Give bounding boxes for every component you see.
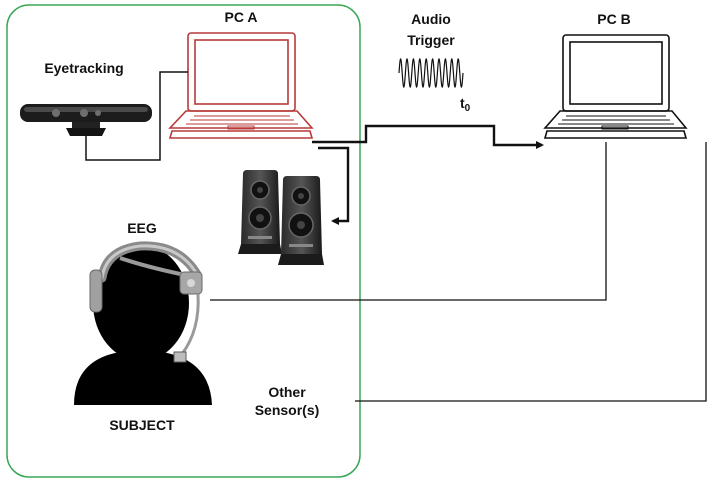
trigger-label: Trigger: [407, 32, 455, 48]
eeg-headset-icon: [89, 241, 203, 363]
sensors-label: Sensor(s): [255, 402, 320, 418]
connections: [85, 71, 707, 402]
subject-area-boundary: [6, 4, 361, 478]
pc-b-label: PC B: [597, 11, 630, 27]
pc-a-to-pc-b-trigger-wire: [312, 124, 544, 149]
eyetracker-device-icon: [20, 104, 152, 136]
eyetracker-to-pc-a-wire: [85, 71, 188, 161]
other-label: Other: [268, 384, 306, 400]
speaker-icon: [238, 170, 324, 265]
eeg-to-pc-b-wire: [210, 142, 607, 301]
eeg-label: EEG: [127, 220, 157, 236]
t0-label: t0: [460, 95, 471, 114]
audio-label: Audio: [411, 11, 451, 27]
person-silhouette-icon: [74, 245, 212, 405]
t0-subscript: 0: [465, 103, 471, 114]
pc-a-label: PC A: [225, 9, 258, 25]
pc-b-laptop: [543, 34, 688, 139]
eyetracking-label: Eyetracking: [44, 60, 123, 76]
pc-a-to-speakers-wire: [318, 146, 350, 225]
pc-a-laptop: [168, 32, 314, 139]
other-sensors-to-pc-b-wire: [355, 142, 707, 402]
t0-base: t: [460, 95, 465, 111]
sine-wave-icon: [398, 57, 464, 89]
subject-label: SUBJECT: [109, 417, 175, 433]
